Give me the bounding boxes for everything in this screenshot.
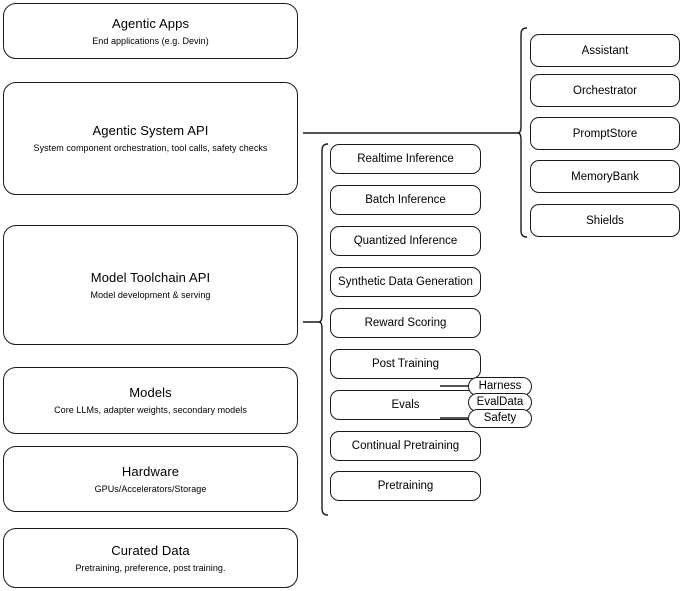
layer-box-agentic-system-api[interactable]: Agentic System API System component orch… [3, 82, 298, 195]
system-box-shields[interactable]: Shields [530, 204, 680, 237]
layer-subtitle: System component orchestration, tool cal… [33, 143, 268, 153]
layer-title: Curated Data [111, 542, 190, 558]
layer-title: Agentic Apps [111, 15, 190, 31]
layer-box-agentic-apps[interactable]: Agentic Apps End applications (e.g. Devi… [3, 3, 298, 59]
evals-pill-safety[interactable]: Safety [468, 409, 532, 428]
system-box-assistant[interactable]: Assistant [530, 34, 680, 67]
system-box-orchestrator[interactable]: Orchestrator [530, 74, 680, 107]
layer-box-curated-data[interactable]: Curated Data Pretraining, preference, po… [3, 528, 298, 588]
layer-title: Model Toolchain API [90, 269, 211, 285]
toolchain-box-post-training[interactable]: Post Training [330, 349, 481, 379]
bracket-system-components [517, 27, 528, 238]
evals-pill-evaldata[interactable]: EvalData [468, 393, 532, 412]
layer-subtitle: Core LLMs, adapter weights, secondary mo… [54, 405, 247, 415]
toolchain-box-pretraining[interactable]: Pretraining [330, 471, 481, 501]
bracket-toolchain-components [318, 143, 329, 516]
toolchain-box-reward-scoring[interactable]: Reward Scoring [330, 308, 481, 338]
layer-subtitle: GPUs/Accelerators/Storage [94, 483, 207, 494]
layer-box-model-toolchain-api[interactable]: Model Toolchain API Model development & … [3, 225, 298, 345]
layer-subtitle: Model development & serving [90, 289, 211, 300]
toolchain-box-continual-pretraining[interactable]: Continual Pretraining [330, 431, 481, 461]
system-box-promptstore[interactable]: PromptStore [530, 117, 680, 150]
toolchain-box-synthetic-data-generation[interactable]: Synthetic Data Generation [330, 267, 481, 297]
layer-subtitle: Pretraining, preference, post training. [75, 562, 226, 573]
layer-box-hardware[interactable]: Hardware GPUs/Accelerators/Storage [3, 446, 298, 512]
toolchain-box-batch-inference[interactable]: Batch Inference [330, 185, 481, 215]
layer-box-models[interactable]: Models Core LLMs, adapter weights, secon… [3, 367, 298, 434]
layer-title: Agentic System API [92, 123, 209, 138]
toolchain-box-evals[interactable]: Evals [330, 390, 481, 420]
layer-subtitle: End applications (e.g. Devin) [92, 35, 209, 46]
layer-title: Models [129, 385, 172, 400]
toolchain-box-quantized-inference[interactable]: Quantized Inference [330, 226, 481, 256]
layer-title: Hardware [121, 463, 180, 479]
toolchain-box-realtime-inference[interactable]: Realtime Inference [330, 144, 481, 174]
system-box-memorybank[interactable]: MemoryBank [530, 160, 680, 193]
